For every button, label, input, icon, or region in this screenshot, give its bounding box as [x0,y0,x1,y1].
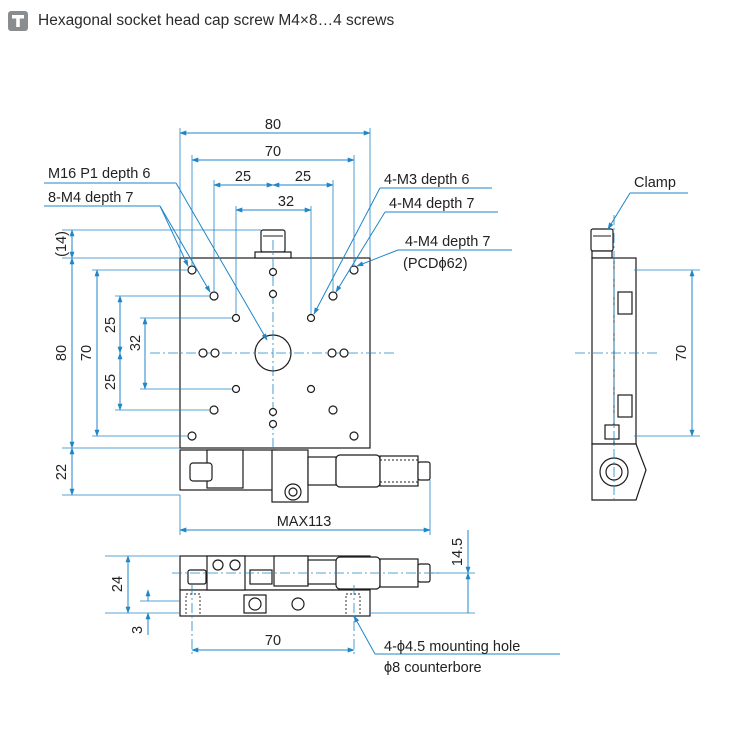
top-view: 80 70 25 25 32 MAX113 (14) 80 70 25 32 2… [44,117,512,535]
dim-inner-height: 70 [79,345,95,361]
dim-inner-width: 70 [265,144,281,160]
dim-center-32: 32 [278,194,294,210]
m3-holes [231,267,316,429]
dim-lower-25: 25 [103,374,119,390]
dim-micrometer-offset: 22 [54,464,70,480]
header: Hexagonal socket head cap screw M4×8…4 s… [8,9,394,33]
dim-left-25: 25 [235,169,251,185]
callout-counterbore: ϕ8 counterbore [384,660,482,676]
callout-mounting-hole: 4-ϕ4.5 mounting hole [384,639,520,655]
dim-upper-25: 25 [103,317,119,333]
front-view: 24 3 14.5 70 4-ϕ4.5 mounting hole ϕ8 cou… [105,530,560,676]
callout-m4-8: 8-M4 depth 7 [48,190,133,206]
side-dim-height: 70 [674,345,690,361]
callout-pcd: (PCDϕ62) [403,256,468,272]
front-dim-offset: 14.5 [450,538,466,566]
front-dim-height: 24 [110,576,126,592]
callout-m3-4: 4-M3 depth 6 [384,172,469,188]
dim-max-length: MAX113 [277,514,332,530]
dim-center-32-v: 32 [128,335,144,351]
micrometer-top [179,449,431,503]
clamp-screw-side [590,228,614,252]
dim-overall-width: 80 [265,117,281,133]
front-dim-base: 3 [130,626,146,634]
dim-right-25: 25 [295,169,311,185]
callout-m4-4: 4-M4 depth 7 [389,196,474,212]
side-view: 70 Clamp [575,175,700,501]
page-title: Hexagonal socket head cap screw M4×8…4 s… [38,12,395,29]
front-dim-span: 70 [265,633,281,649]
dim-top-offset: (14) [54,231,70,257]
callout-m4-pcd: 4-M4 depth 7 [405,234,490,250]
t-stage-icon [8,11,28,31]
callout-center-hole: M16 P1 depth 6 [48,166,150,182]
callout-clamp: Clamp [634,175,676,191]
dim-overall-height: 80 [54,345,70,361]
